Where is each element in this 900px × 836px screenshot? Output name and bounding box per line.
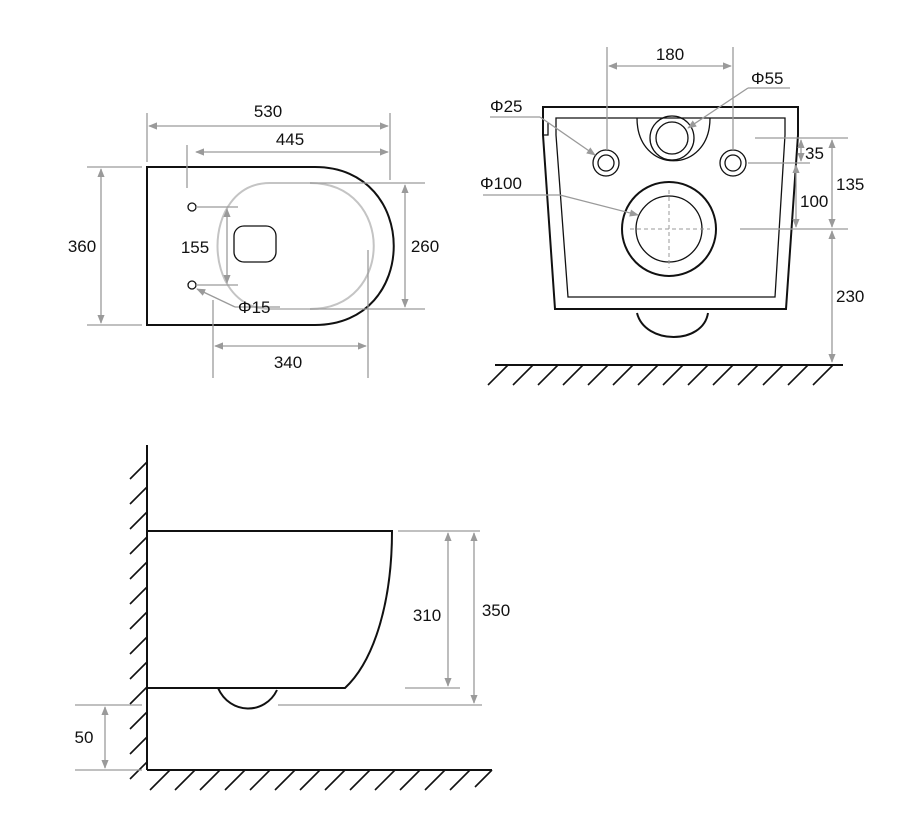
phi25-hole-left-inner [597,154,615,172]
phi55-port-outer [649,115,695,161]
phi100-outlet-outer [621,181,717,277]
dim-445-label: 445 [276,130,304,149]
dim-230-label: 230 [836,287,864,306]
phi55-port-inner [655,121,689,155]
dim-35-label: 35 [805,144,824,163]
top-view-drain [233,225,277,263]
phi100-leader [559,194,639,217]
side-view-bowl-profile [147,530,394,689]
phi25-hole-left-outer [592,149,620,177]
phi25-hole-right-inner [724,154,742,172]
dim-180-label: 180 [656,45,684,64]
dim-100-label: 100 [800,192,828,211]
side-view-floor-hatch [149,769,493,791]
front-view-body-outer [542,106,799,310]
dim-260-label: 260 [411,237,439,256]
top-view-inner-rim [216,182,375,310]
dim-350-label: 350 [482,601,510,620]
dim-340-label: 340 [274,353,302,372]
phi100-label: Φ100 [480,174,522,193]
phi55-label: Φ55 [751,69,783,88]
dim-135-label: 135 [836,175,864,194]
dim-155-label: 155 [181,238,209,257]
side-view-wall-hatch [129,461,148,780]
phi25-hole-right-outer [719,149,747,177]
phi15-leader [196,288,236,308]
dim-310-label: 310 [413,606,441,625]
front-view-bottom-bulge [636,312,709,338]
dim-530-label: 530 [254,102,282,121]
dim-360-label: 360 [68,237,96,256]
front-view: 180 Φ55 Φ25 Φ100 35 100 135 230 [480,45,864,386]
phi55-leader [687,87,749,129]
phi25-label: Φ25 [490,97,522,116]
side-view: 310 350 50 [75,445,510,791]
front-view-body-inner [555,117,786,298]
phi15-label: Φ15 [238,298,270,317]
top-view-bowl-outline [146,166,395,326]
mount-hole-upper [187,202,197,212]
side-view-bottom-bulge [217,687,278,710]
phi25-leader [539,116,596,156]
top-view: 530 445 360 260 155 Φ15 340 [68,102,439,378]
mount-hole-lower [187,280,197,290]
front-view-floor-hatch [487,364,834,386]
front-view-lip-left [543,123,549,136]
dim-50-label: 50 [75,728,94,747]
flush-port-housing [636,117,711,162]
